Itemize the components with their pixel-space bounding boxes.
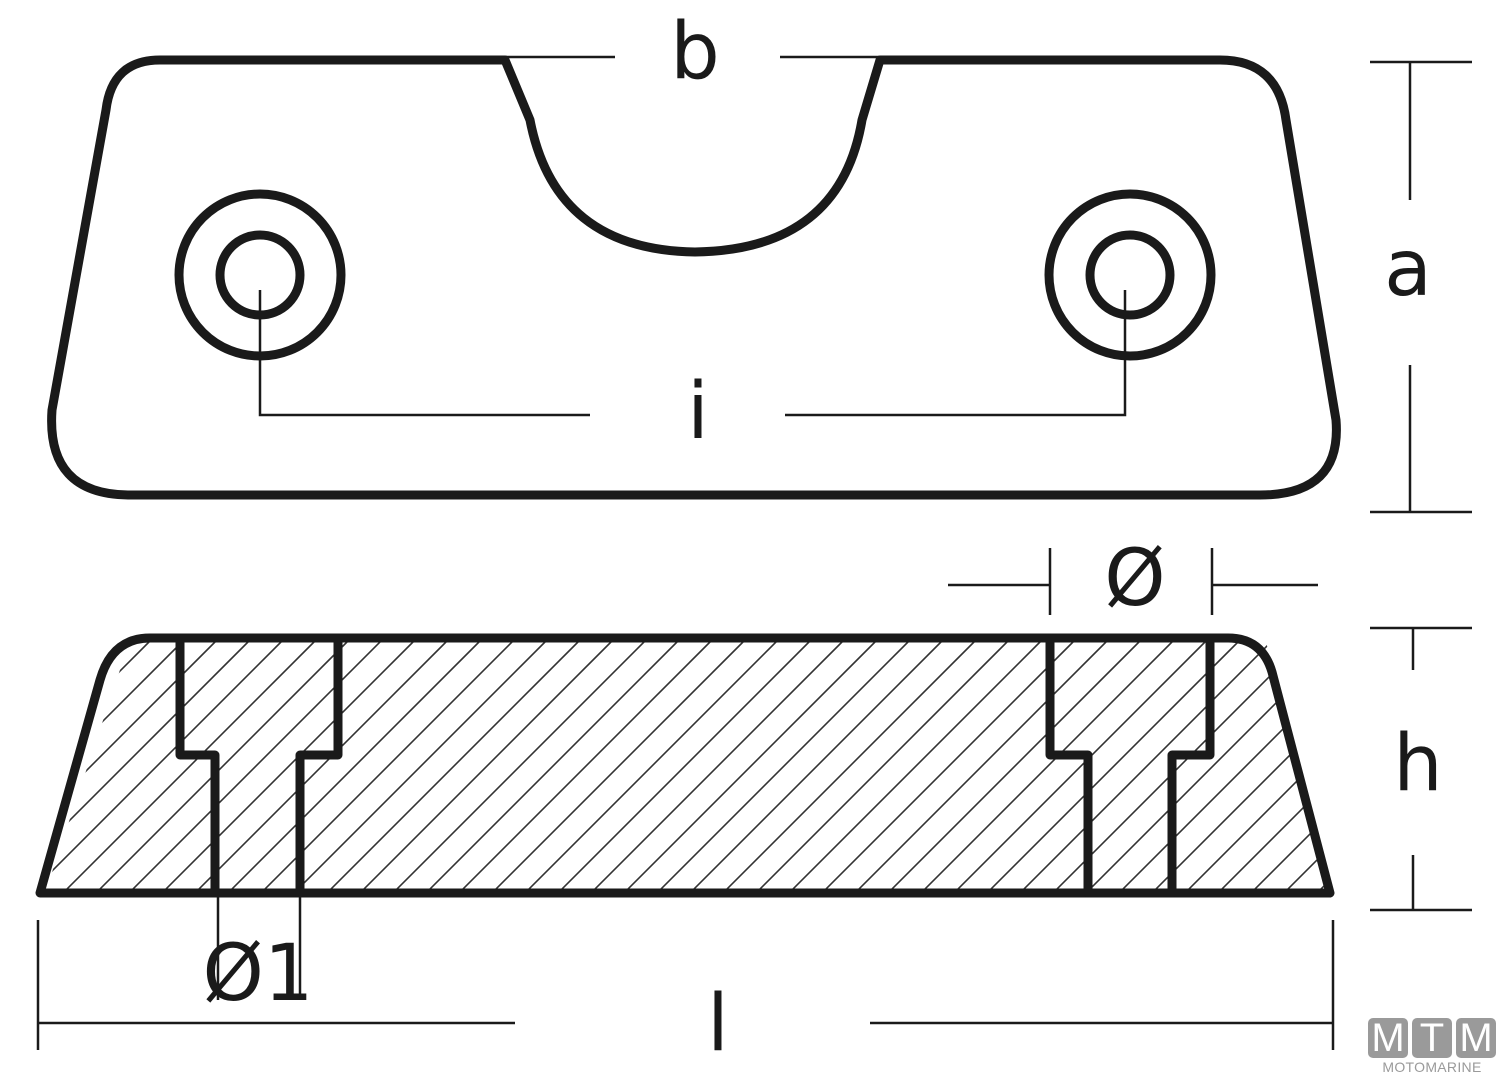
hatch-line	[95, 637, 352, 894]
left-counterbore	[175, 640, 343, 898]
mask-right	[1255, 600, 1500, 893]
logo-letter: M	[1456, 1018, 1496, 1058]
hatch-line	[227, 637, 484, 894]
right-hole-outer	[1044, 189, 1216, 361]
hatch-line	[854, 637, 1111, 894]
motomarine-logo: M T M MOTOMARINE	[1368, 1018, 1496, 1075]
hatch-line	[458, 637, 715, 894]
hatch-line	[986, 637, 1243, 894]
hatch-line	[194, 637, 451, 894]
top-view-outline	[47, 55, 1341, 500]
hatch-line	[62, 637, 319, 894]
hatch-line	[1019, 637, 1276, 894]
dim-dia-lines	[948, 548, 1318, 615]
logo-letter: T	[1412, 1018, 1452, 1058]
hatch-line	[524, 637, 781, 894]
mask-left	[0, 600, 135, 893]
logo-name: MOTOMARINE	[1382, 1059, 1482, 1075]
side-view-outline	[35, 633, 1335, 898]
hatch-line	[425, 637, 682, 894]
right-counterbore	[1045, 640, 1215, 898]
logo-letter: M	[1368, 1018, 1408, 1058]
hatch-line	[887, 637, 1144, 894]
hatch-line	[788, 637, 1045, 894]
dim-l-lines	[36, 920, 1335, 1050]
hatch-line	[656, 637, 913, 894]
dim-h-lines	[1370, 626, 1472, 912]
hatch-line	[29, 637, 286, 894]
hatch-line	[920, 637, 1177, 894]
hatch-line	[821, 637, 1078, 894]
hatch-line	[623, 637, 880, 894]
dim-a-lines	[1370, 60, 1472, 514]
hatch-line	[755, 637, 1012, 894]
hatch-line	[128, 637, 385, 894]
label-h: h	[1393, 719, 1442, 809]
hatch-line	[161, 637, 418, 894]
label-dia: Ø	[1104, 534, 1165, 624]
hatch-line	[326, 637, 583, 894]
dim-dia1-lines	[216, 895, 302, 1000]
hatch-line	[392, 637, 649, 894]
hatch-line	[491, 637, 748, 894]
label-a: a	[1384, 224, 1432, 314]
label-i: i	[687, 367, 709, 457]
hatch-line	[557, 637, 814, 894]
hatch-line	[359, 637, 616, 894]
right-hole-inner	[1085, 230, 1175, 320]
label-b: b	[670, 7, 720, 97]
dim-i-lines	[258, 290, 1127, 417]
hatch-line	[293, 637, 550, 894]
hatch-line	[1052, 637, 1309, 894]
hatch-line	[689, 637, 946, 894]
hatch-line	[953, 637, 1210, 894]
hatch-line	[722, 637, 979, 894]
hatch-line	[590, 637, 847, 894]
label-dia1: Ø1	[202, 929, 313, 1019]
label-l: l	[707, 979, 729, 1069]
